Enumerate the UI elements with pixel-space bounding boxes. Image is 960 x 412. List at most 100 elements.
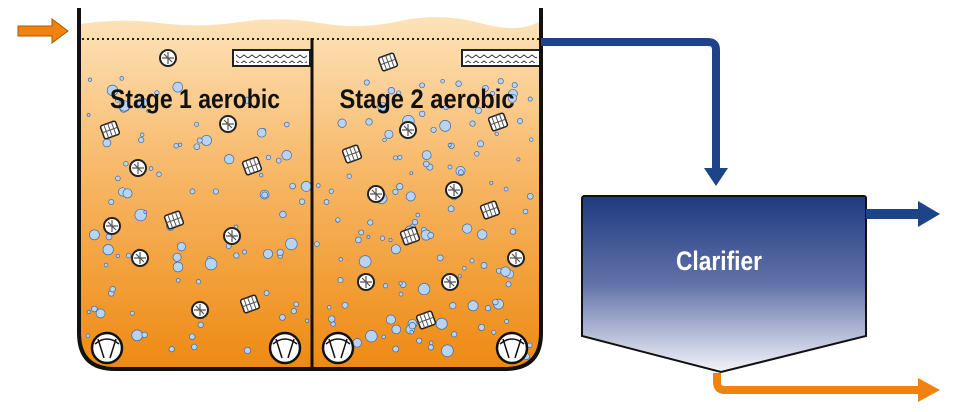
air-bubble: [429, 340, 434, 345]
air-bubble: [123, 161, 129, 167]
air-bubble: [323, 199, 330, 205]
stage-1-label: Stage 1 aerobic: [110, 84, 280, 114]
air-bubble: [193, 143, 201, 150]
influent-arrow: [17, 18, 69, 44]
air-bubble: [358, 229, 365, 236]
air-diffusers: [90, 331, 529, 365]
air-bubble: [143, 210, 148, 214]
air-bubble: [529, 137, 534, 142]
air-bubble: [441, 344, 454, 358]
air-bubble: [122, 188, 133, 199]
floc-round: [445, 181, 463, 199]
floc-round: [103, 217, 121, 235]
floc-round: [131, 249, 149, 267]
air-bubble: [522, 208, 529, 215]
air-bubble: [148, 166, 154, 171]
air-bubble: [95, 308, 106, 319]
air-bubble: [293, 301, 299, 308]
floc-square: [341, 144, 363, 164]
air-bubble: [314, 241, 320, 247]
air-bubble: [118, 100, 130, 112]
floc-round: [191, 301, 209, 319]
air-bubble: [491, 329, 497, 335]
air-bubble: [477, 229, 488, 240]
air-bubble: [500, 266, 511, 277]
air-bubble: [511, 82, 518, 89]
air-bubble: [194, 121, 200, 127]
air-bubble: [449, 302, 457, 310]
air-bubble: [141, 331, 148, 339]
air-bubble: [408, 322, 417, 330]
air-bubble: [173, 143, 179, 149]
air-bubble: [195, 279, 202, 285]
air-bubble: [197, 321, 204, 328]
floc-square: [241, 156, 263, 176]
air-bubble: [341, 301, 349, 309]
air-bubble: [243, 96, 251, 104]
air-bubble: [365, 118, 373, 126]
air-bubble: [86, 113, 91, 117]
floc-square: [415, 310, 437, 330]
air-bubble: [263, 290, 270, 296]
air-bubble: [443, 104, 449, 111]
sludge-outflow-arrow: [713, 373, 940, 402]
air-bubble: [352, 338, 362, 348]
air-bubble: [419, 82, 425, 89]
air-bubble: [201, 134, 212, 146]
air-bubble: [421, 150, 432, 160]
air-bubble: [335, 217, 341, 223]
air-bubble: [279, 314, 286, 321]
air-bubble: [497, 78, 504, 85]
air-bubble: [189, 188, 196, 195]
air-bubble: [435, 317, 448, 330]
air-bubble: [337, 118, 347, 128]
effluent-arrow: [866, 201, 940, 227]
air-bubble: [427, 344, 434, 351]
air-bubble: [383, 283, 389, 289]
air-bubble: [326, 305, 332, 310]
air-bubble: [178, 142, 183, 147]
air-bubble: [328, 315, 336, 323]
floc-round: [441, 273, 459, 291]
air-bubble: [480, 262, 488, 269]
air-bubble: [430, 126, 437, 133]
air-bubble: [504, 319, 509, 324]
air-bubble: [330, 321, 336, 327]
air-bubble: [212, 188, 219, 195]
air-bubble: [398, 291, 404, 297]
floc-square: [399, 226, 421, 246]
air-bubble: [196, 137, 203, 144]
air-bubble: [507, 93, 517, 103]
air-bubble: [256, 128, 267, 138]
air-bubble: [172, 252, 182, 262]
air-bubble: [108, 199, 115, 205]
air-bubble: [391, 324, 402, 335]
air-bubbles: [85, 76, 534, 360]
air-bubble: [137, 97, 148, 109]
air-bubble: [337, 277, 344, 284]
air-bubble: [474, 106, 482, 115]
floc-round: [159, 49, 177, 67]
air-bubble: [418, 283, 431, 296]
air-bubble: [478, 323, 486, 331]
air-bubble: [492, 298, 499, 306]
air-bubble: [503, 186, 509, 192]
air-bubble: [440, 78, 445, 84]
floc-square: [99, 120, 121, 140]
air-bubble: [129, 310, 135, 316]
air-bubble: [423, 160, 430, 168]
air-bubble: [85, 333, 91, 339]
air-bubble: [241, 249, 247, 255]
air-bubble: [367, 219, 374, 226]
air-bubble: [462, 266, 467, 271]
floc-round: [507, 249, 525, 267]
air-bubble: [316, 183, 321, 188]
clarifier: Clarifier: [581, 195, 867, 374]
air-bubble: [355, 236, 362, 244]
air-bubble: [276, 248, 284, 256]
air-bubble: [447, 164, 453, 170]
air-bubble: [457, 274, 462, 279]
air-bubble: [328, 188, 334, 194]
air-bubble: [385, 314, 396, 325]
floc-square: [239, 294, 261, 314]
